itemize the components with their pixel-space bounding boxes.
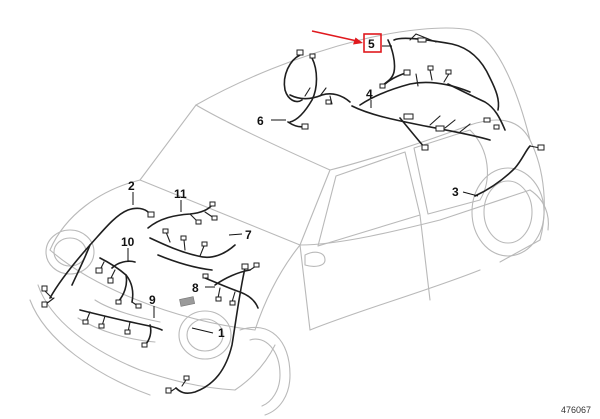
harness-part-7[interactable] bbox=[149, 228, 236, 271]
part-label-10[interactable]: 10 bbox=[121, 235, 135, 249]
harness-part-4[interactable] bbox=[351, 65, 506, 151]
reference-number: 476067 bbox=[561, 405, 591, 415]
part-label-5[interactable]: 5 bbox=[368, 37, 375, 51]
harness-part-11[interactable] bbox=[147, 201, 218, 229]
harness-part-10[interactable] bbox=[95, 257, 142, 309]
harness-part-1[interactable] bbox=[165, 263, 249, 395]
harness-part-6[interactable] bbox=[283, 49, 351, 130]
part-label-7[interactable]: 7 bbox=[245, 228, 252, 242]
leader-lines bbox=[127, 45, 479, 334]
harness-part-3[interactable] bbox=[474, 144, 545, 197]
car-body-outline bbox=[29, 27, 549, 416]
harness-part-9[interactable] bbox=[79, 309, 163, 348]
highlight-box bbox=[363, 33, 382, 53]
part-label-11[interactable]: 11 bbox=[174, 187, 187, 201]
part-label-4[interactable]: 4 bbox=[366, 87, 373, 101]
part-label-9[interactable]: 9 bbox=[149, 293, 156, 307]
harness-part-2[interactable] bbox=[41, 207, 155, 308]
part-label-3[interactable]: 3 bbox=[452, 185, 459, 199]
harness-part-5[interactable] bbox=[379, 33, 500, 111]
part-label-6[interactable]: 6 bbox=[257, 114, 264, 128]
part-label-8[interactable]: 8 bbox=[192, 281, 199, 295]
part-label-1[interactable]: 1 bbox=[218, 326, 225, 340]
battery-icon bbox=[179, 296, 196, 307]
harness-group bbox=[41, 33, 545, 395]
highlight-arrow bbox=[311, 30, 363, 45]
part-label-2[interactable]: 2 bbox=[128, 179, 135, 193]
